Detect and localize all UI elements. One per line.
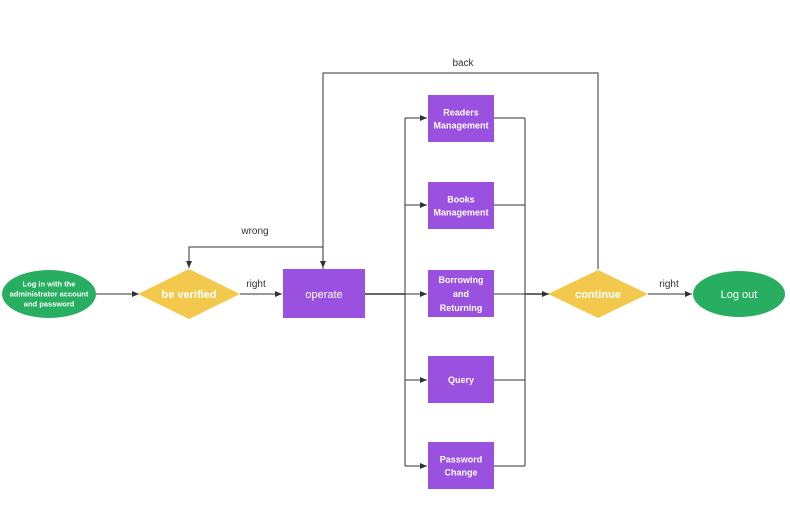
node-verify-text: be verified xyxy=(161,289,216,301)
query-label-line: Query xyxy=(448,375,474,385)
login-label-line: administrator account xyxy=(10,290,89,299)
books-label-line: Books xyxy=(447,195,475,205)
node-operate: operate xyxy=(283,269,365,318)
borrowing-label-line: and xyxy=(453,289,469,299)
books-label-line: Management xyxy=(433,208,488,218)
edge-wrong-loop xyxy=(186,246,324,269)
continue-label-line: continue xyxy=(575,289,621,301)
edge-label-right-continue: right xyxy=(659,279,679,290)
node-verify: be verified xyxy=(138,269,240,319)
operate-label-line: operate xyxy=(305,289,342,301)
node-query: Query xyxy=(428,356,494,403)
login-label-line: and password xyxy=(24,300,75,309)
node-query-text: Query xyxy=(448,375,474,385)
borrowing-label-line: Borrowing xyxy=(439,275,484,285)
edge-back-loop xyxy=(320,72,599,269)
password-label-line: Password xyxy=(440,455,483,465)
node-continue: continue xyxy=(548,270,648,318)
login-label-line: Log in with the xyxy=(23,280,76,289)
node-operate-text: operate xyxy=(305,289,342,301)
edge-label-right-verify: right xyxy=(246,279,266,290)
edge-label-wrong: wrong xyxy=(240,226,268,237)
verify-label-line: be verified xyxy=(161,289,216,301)
readers-label-line: Management xyxy=(433,121,488,131)
edges xyxy=(96,72,692,469)
password-label-line: Change xyxy=(444,468,477,478)
node-continue-text: continue xyxy=(575,289,621,301)
edge-label-back: back xyxy=(452,58,474,69)
logout-label-line: Log out xyxy=(721,289,758,301)
readers-label-line: Readers xyxy=(443,108,479,118)
node-logout-text: Log out xyxy=(721,289,758,301)
borrowing-label-line: Returning xyxy=(440,303,483,313)
node-logout: Log out xyxy=(693,271,785,317)
